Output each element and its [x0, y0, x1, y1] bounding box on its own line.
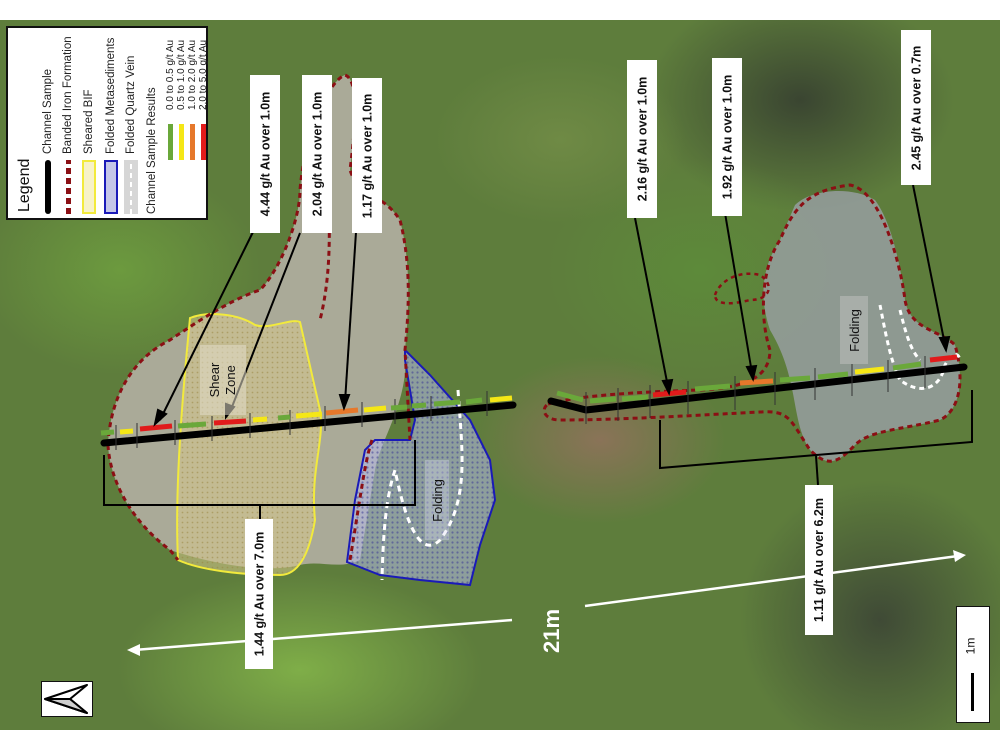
- channel-sample-left: [100, 401, 517, 447]
- legend-title: Legend: [16, 158, 33, 212]
- scale-bar: 1m: [956, 606, 990, 723]
- annotation-1-92: 1.92 g/t Au over 1.0m: [712, 58, 742, 216]
- annotation-2-45: 2.45 g/t Au over 0.7m: [901, 30, 931, 185]
- folding-label-left: Folding: [425, 460, 449, 540]
- legend-item-channel-sample: Channel Sample: [42, 69, 54, 214]
- quartz-vein-left: [380, 389, 464, 581]
- geology-overlay: [100, 73, 973, 656]
- north-arrow-box: [41, 681, 93, 717]
- quartz-vein-right: [878, 304, 962, 390]
- annotation-2-16: 2.16 g/t Au over 1.0m: [627, 60, 657, 218]
- folding-label-right: Folding: [840, 296, 868, 364]
- legend-results-title: Channel Sample Results: [146, 87, 158, 214]
- white-dashed-icon: [124, 160, 138, 214]
- green-bar-icon: [168, 124, 173, 160]
- blue-stipple-icon: [104, 160, 118, 214]
- annotation-1-17: 1.17 g/t Au over 1.0m: [352, 78, 382, 233]
- shear-zone-label: Shear Zone: [200, 345, 246, 415]
- dashed-line-icon: [65, 160, 71, 214]
- legend-item-quartz-vein: Folded Quartz Vein: [124, 56, 138, 214]
- bif-outcrop-right: [763, 190, 960, 462]
- bif-boundary-right: [542, 183, 962, 463]
- distance-line-left: [133, 618, 513, 652]
- scale-bar-line: [971, 673, 974, 711]
- legend-result-3: 2.0 to 5.0 g/t Au: [198, 40, 209, 160]
- annotation-4-44: 4.44 g/t Au over 1.0m: [250, 75, 280, 233]
- legend-panel: Legend Channel Sample Banded Iron Format…: [6, 26, 209, 220]
- annotation-interval-right: 1.11 g/t Au over 6.2m: [805, 485, 833, 635]
- legend-item-bif: Banded Iron Formation: [62, 36, 74, 214]
- annotation-2-04: 2.04 g/t Au over 1.0m: [302, 75, 332, 233]
- scale-bar-label: 1m: [963, 637, 978, 655]
- distance-label: 21m: [539, 608, 565, 654]
- legend-result-2: 1.0 to 2.0 g/t Au: [187, 40, 198, 160]
- legend-item-sheared-bif: Sheared BIF: [82, 89, 96, 214]
- sample-results-left: [100, 395, 513, 436]
- legend-result-0: 0.0 to 0.5 g/t Au: [165, 40, 176, 160]
- yellow-stipple-icon: [82, 160, 96, 214]
- annotation-interval-left: 1.44 g/t Au over 7.0m: [245, 519, 273, 669]
- yellow-bar-icon: [179, 124, 184, 160]
- interval-bracket-right: [659, 390, 973, 470]
- legend-result-1: 0.5 to 1.0 g/t Au: [176, 40, 187, 160]
- north-arrow-icon: [44, 684, 88, 714]
- legend-item-folded-metasediments: Folded Metasediments: [104, 38, 118, 214]
- red-bar-icon: [201, 124, 206, 160]
- orange-bar-icon: [190, 124, 195, 160]
- solid-line-icon: [45, 160, 51, 214]
- distance-line-right: [584, 554, 959, 608]
